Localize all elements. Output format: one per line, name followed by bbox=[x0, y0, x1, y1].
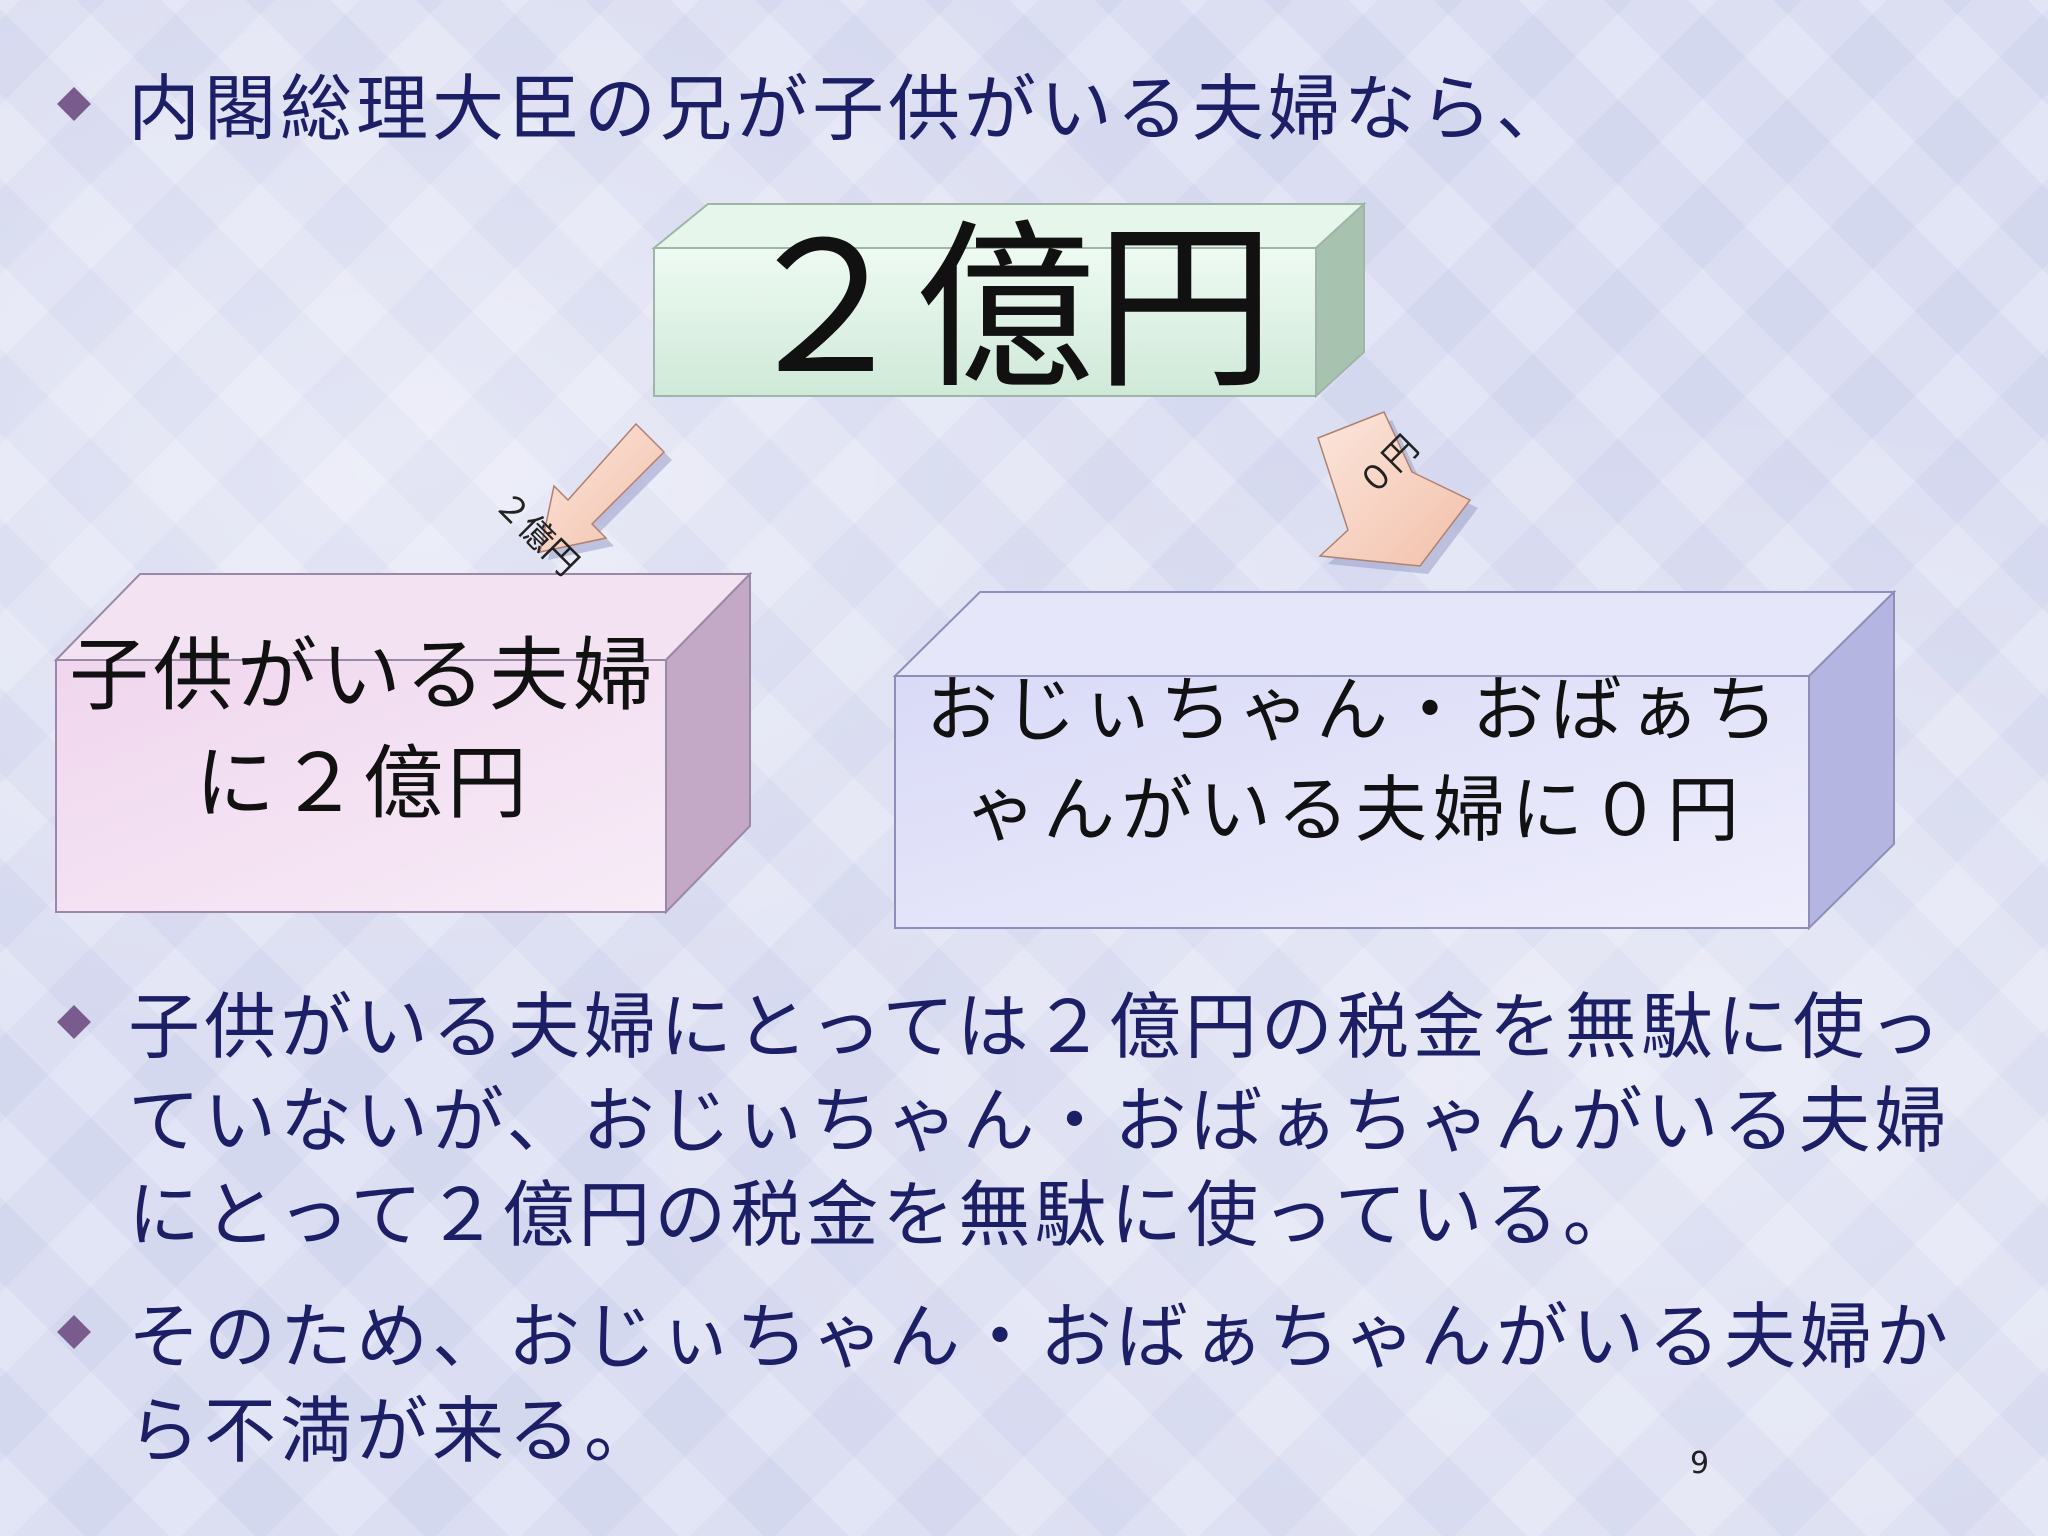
blue-box-label: おじぃちゃん・おばぁちゃんがいる夫婦に０円 bbox=[925, 668, 1784, 852]
bullet-2: 子供がいる夫婦にとっては２億円の税金を無駄に使っていないが、おじぃちゃん・おばぁ… bbox=[57, 980, 1982, 1262]
right-arrow bbox=[1317, 411, 1478, 574]
pink-box bbox=[53, 571, 753, 915]
bullet-1: 内閣総理大臣の兄が子供がいる夫婦なら、 bbox=[57, 62, 1573, 156]
diamond-bullet-icon bbox=[57, 1315, 91, 1349]
bullet-2-text: 子供がいる夫婦にとっては２億円の税金を無駄に使っていないが、おじぃちゃん・おばぁ… bbox=[128, 985, 1951, 1257]
bullet-3-text: そのため、おじぃちゃん・おばぁちゃんがいる夫婦から不満が来る。 bbox=[128, 1295, 1953, 1473]
blue-box bbox=[892, 589, 1897, 931]
page-number: 9 bbox=[1690, 1446, 1710, 1481]
bullet-3: そのため、おじぃちゃん・おばぁちゃんがいる夫婦から不満が来る。 bbox=[57, 1290, 1982, 1478]
pink-box-label: 子供がいる夫婦に２億円 bbox=[69, 629, 657, 830]
top-box-label: ２億円 bbox=[734, 205, 1275, 414]
bullet-1-text: 内閣総理大臣の兄が子供がいる夫婦なら、 bbox=[128, 67, 1573, 151]
diamond-bullet-icon bbox=[57, 1005, 91, 1039]
left-arrow bbox=[539, 422, 672, 560]
top-box bbox=[651, 201, 1367, 399]
